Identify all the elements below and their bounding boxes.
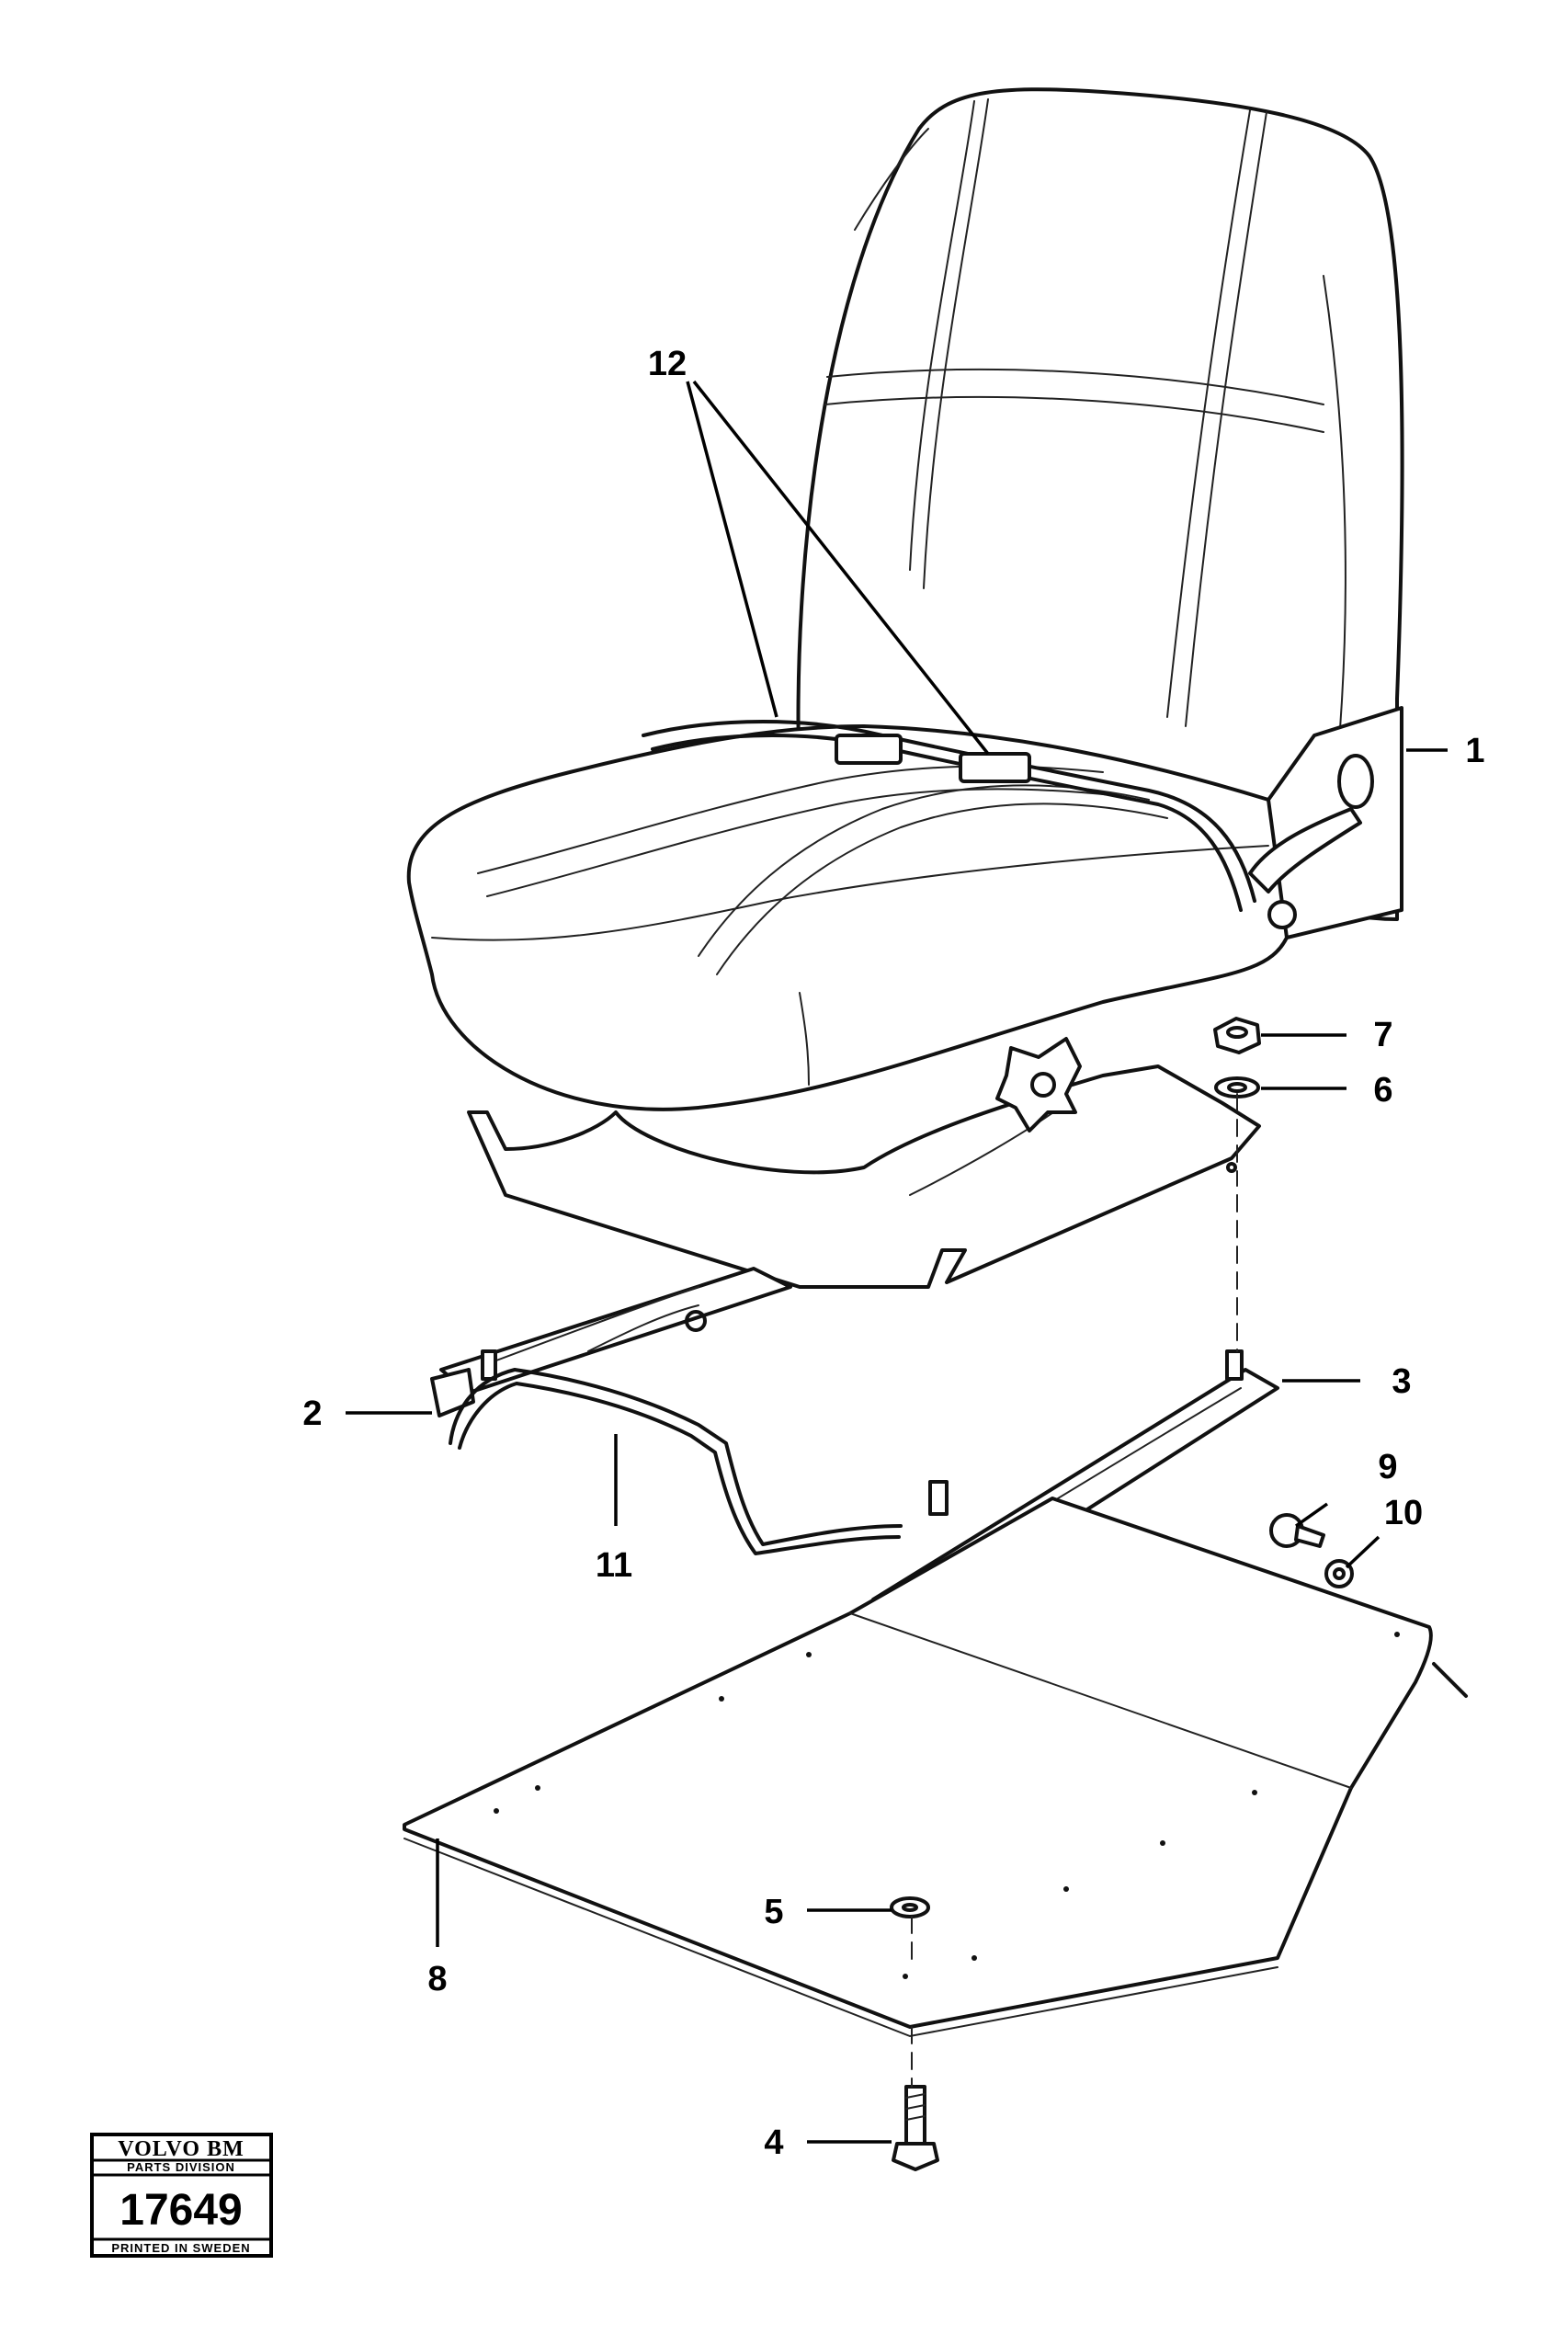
callout-3: 3: [1392, 1362, 1411, 1401]
plate-brand: VOLVO BM: [118, 2137, 244, 2161]
callout-9: 9: [1378, 1448, 1397, 1486]
callout-8: 8: [427, 1960, 447, 1998]
bolt-part-4: [892, 2085, 939, 2171]
callout-5: 5: [764, 1893, 783, 1931]
plate-division: PARTS DIVISION: [127, 2160, 235, 2174]
volvo-bm-plate: VOLVO BM PARTS DIVISION 17649 PRINTED IN…: [90, 2133, 273, 2258]
seat-belt: [642, 720, 1256, 912]
seat-side-bracket: [1248, 706, 1403, 939]
nut-part-7: [1213, 1017, 1261, 1054]
seat-rail-left: [430, 1267, 792, 1417]
washer-part-5: [890, 1896, 930, 1918]
callout-6: 6: [1373, 1071, 1392, 1110]
callout-4: 4: [764, 2123, 783, 2162]
leader-lines: [346, 380, 1448, 2144]
mounting-plate: [403, 1497, 1468, 2038]
plate-number: 17649: [119, 2186, 242, 2235]
seat-base-frame: [467, 1037, 1261, 1289]
screw-part-9: [1269, 1513, 1325, 1548]
callout-1: 1: [1465, 732, 1484, 770]
callout-10: 10: [1384, 1494, 1423, 1532]
seat-cushion: [406, 724, 1301, 1111]
callout-11: 11: [596, 1546, 632, 1585]
washer-part-10: [1324, 1559, 1354, 1588]
callout-2: 2: [302, 1394, 322, 1433]
callout-7: 7: [1373, 1016, 1392, 1054]
callout-12: 12: [648, 345, 687, 383]
plate-printed: PRINTED IN SWEDEN: [111, 2241, 250, 2255]
adjust-bar: [449, 1304, 903, 1555]
